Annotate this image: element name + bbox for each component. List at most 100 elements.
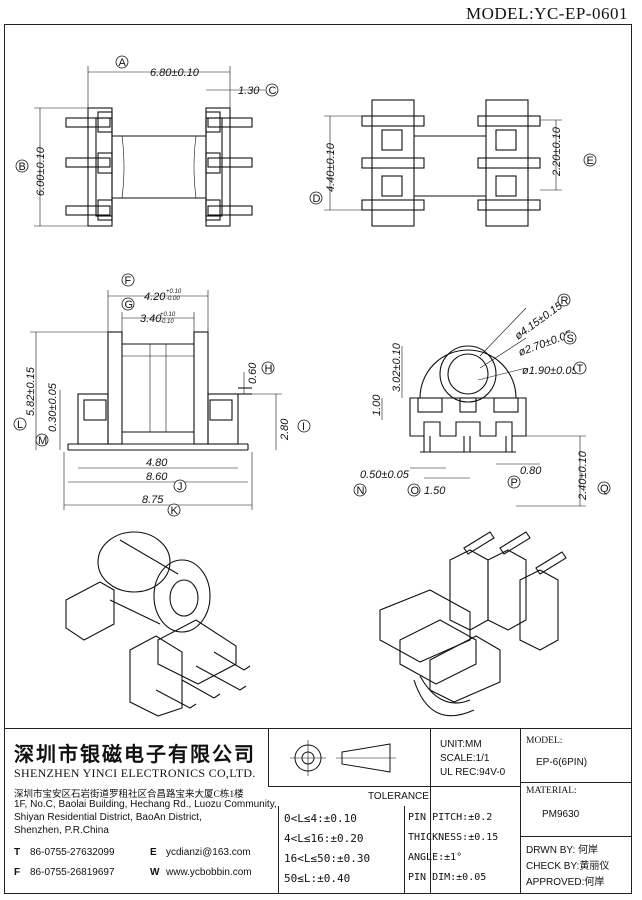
title-block: 深圳市银磁电子有限公司 SHENZHEN YINCI ELECTRONICS C… xyxy=(4,728,632,894)
fax-number: 86-0755-26819697 xyxy=(30,867,115,878)
letter-M: M xyxy=(35,433,49,447)
web-label: W xyxy=(150,867,160,878)
letter-O: O xyxy=(407,483,421,497)
letter-G: G xyxy=(121,297,135,311)
fax-label: F xyxy=(14,867,21,878)
svg-text:H: H xyxy=(265,363,273,375)
letter-N: N xyxy=(353,483,367,497)
email-address[interactable]: ycdianzi@163.com xyxy=(166,847,251,858)
svg-text:2.40±0.10: 2.40±0.10 xyxy=(577,450,589,501)
address-en-1: 1F, No.C, Baolai Building, Hechang Rd., … xyxy=(14,799,277,810)
svg-text:D: D xyxy=(313,193,321,205)
svg-text:F: F xyxy=(125,275,132,287)
top-view: 6.80±0.10 1.30 6.00±0.10 xyxy=(34,66,265,227)
technical-drawing: 6.80±0.10 1.30 6.00±0.10 4.40±0.10 xyxy=(13,55,611,717)
tol-row-2: 4<L≤16:±0.20 xyxy=(284,832,364,845)
letter-A: A xyxy=(115,55,129,69)
svg-text:A: A xyxy=(119,57,127,69)
svg-text:3.02±0.10: 3.02±0.10 xyxy=(391,342,403,392)
material-label: MATERIAL: xyxy=(526,786,577,796)
letter-D: D xyxy=(309,191,323,205)
svg-text:8.60: 8.60 xyxy=(146,471,168,483)
projection-symbol-icon xyxy=(290,740,396,776)
letter-K: K xyxy=(167,503,181,517)
bottom-view: 4.40±0.10 2.20±0.10 xyxy=(324,99,563,227)
letter-H: H xyxy=(261,361,275,375)
letter-P: P xyxy=(507,475,521,489)
unit: UNIT:MM xyxy=(440,739,482,750)
svg-text:0.60: 0.60 xyxy=(247,362,259,384)
svg-text:ø1.90±0.05: ø1.90±0.05 xyxy=(522,365,578,377)
svg-text:6.80±0.10: 6.80±0.10 xyxy=(150,67,200,79)
pin-row-3: ANGLE:±1° xyxy=(408,852,463,863)
ul-rec: UL REC:94V-0 xyxy=(440,767,506,778)
svg-text:O: O xyxy=(411,485,420,497)
letter-E: E xyxy=(583,153,597,167)
svg-text:1.30: 1.30 xyxy=(238,85,260,97)
svg-text:3.40: 3.40 xyxy=(140,313,162,325)
letter-I: I xyxy=(297,419,311,433)
svg-text:0.30±0.05: 0.30±0.05 xyxy=(47,382,59,432)
pin-row-4: PIN DIM:±0.05 xyxy=(408,872,487,883)
company-name-en: SHENZHEN YINCI ELECTRONICS CO,LTD. xyxy=(14,766,256,780)
letter-T: T xyxy=(573,361,587,375)
isometric-view-bottom xyxy=(379,531,567,717)
material-value: PM9630 xyxy=(542,809,580,820)
svg-text:4.40±0.10: 4.40±0.10 xyxy=(325,142,337,192)
pin-row-1: PIN PITCH:±0.2 xyxy=(408,812,493,823)
svg-text:L: L xyxy=(17,419,23,431)
scale: SCALE:1/1 xyxy=(440,753,490,764)
tel-label: T xyxy=(14,847,21,858)
svg-text:8.75: 8.75 xyxy=(142,494,164,506)
svg-text:C: C xyxy=(269,85,277,97)
svg-text:+0.10: +0.10 xyxy=(160,312,176,318)
svg-text:-0.00: -0.00 xyxy=(166,296,180,302)
model-value: EP-6(6PIN) xyxy=(536,757,588,768)
address-en-2: Shiyan Residential District, BaoAn Distr… xyxy=(14,812,202,823)
letter-Q: Q xyxy=(597,481,611,495)
website[interactable]: www.ycbobbin.com xyxy=(166,867,252,878)
svg-text:J: J xyxy=(177,481,183,493)
svg-text:R: R xyxy=(561,295,569,307)
letter-R: R xyxy=(557,293,571,307)
svg-text:5.82±0.15: 5.82±0.15 xyxy=(25,366,37,416)
address-cn: 深圳市宝安区石岩街道罗租社区合昌路宝来大厦C栋1楼 xyxy=(14,790,244,800)
tolerance-title: TOLERANCE xyxy=(368,791,429,802)
company-name-cn: 深圳市银磁电子有限公司 xyxy=(14,742,256,766)
svg-text:0.80: 0.80 xyxy=(520,465,542,477)
svg-text:I: I xyxy=(302,421,305,433)
svg-text:1.00: 1.00 xyxy=(371,394,383,416)
letter-C: C xyxy=(265,83,279,97)
letter-J: J xyxy=(173,479,187,493)
svg-text:4.20: 4.20 xyxy=(144,291,166,303)
svg-text:2.80: 2.80 xyxy=(279,418,291,441)
svg-text:M: M xyxy=(38,435,47,447)
svg-text:-0.10: -0.10 xyxy=(160,319,174,325)
svg-text:6.00±0.10: 6.00±0.10 xyxy=(35,146,47,196)
letter-B: B xyxy=(15,159,29,173)
letter-F: F xyxy=(121,273,135,287)
approved-by: APPROVED:何岸 xyxy=(526,877,605,888)
svg-text:E: E xyxy=(587,155,594,167)
reference-letters: A B C D E F G H I J K L M N O P Q R S T xyxy=(13,55,611,517)
drawn-by: DRWN BY: 何岸 xyxy=(526,845,599,856)
svg-text:4.80: 4.80 xyxy=(146,457,168,469)
svg-text:1.50: 1.50 xyxy=(424,485,446,497)
tol-row-1: 0<L≤4:±0.10 xyxy=(284,812,357,825)
svg-text:0.50±0.05: 0.50±0.05 xyxy=(360,469,410,481)
svg-text:S: S xyxy=(567,333,574,345)
address-en-3: Shenzhen, P.R.China xyxy=(14,825,109,836)
checked-by: CHECK BY:黄丽仪 xyxy=(526,861,610,872)
svg-text:Q: Q xyxy=(600,483,609,495)
letter-L: L xyxy=(13,417,27,431)
side-view: ø4.15±0.15 ø2.70±0.05 ø1.90±0.05 3.02±0.… xyxy=(360,300,589,507)
svg-text:K: K xyxy=(171,505,179,517)
drawing-frame xyxy=(4,24,632,894)
tel-number: 86-0755-27632099 xyxy=(30,847,115,858)
svg-text:P: P xyxy=(511,477,518,489)
svg-text:G: G xyxy=(125,299,134,311)
front-view: 4.20 +0.10 -0.00 3.40 +0.10 -0.10 0.60 2… xyxy=(25,289,291,510)
svg-text:+0.10: +0.10 xyxy=(166,289,182,295)
tol-row-3: 16<L≤50:±0.30 xyxy=(284,852,371,865)
model-number: MODEL:YC-EP-0601 xyxy=(466,4,628,23)
